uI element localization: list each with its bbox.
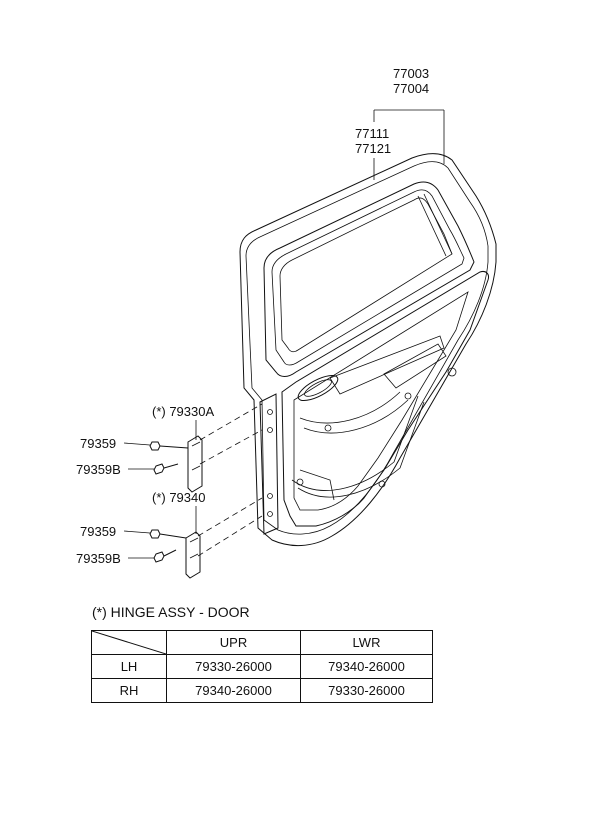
callout-door-assy-rh: 77004 [393, 81, 429, 96]
leader-lines [123, 109, 445, 559]
door-parts-diagram: 77003 77004 77111 77121 (*) 79330A (*) 7… [76, 66, 497, 579]
rear-door-shell [239, 153, 497, 547]
hinge-note: (*) HINGE ASSY - DOOR [92, 604, 250, 620]
callout-bolt-lower-1: 79359 [80, 524, 116, 539]
callout-bolt-upper-1: 79359 [80, 436, 116, 451]
callout-panel-lh: 77111 [355, 126, 389, 141]
callout-bolt-upper-2: 79359B [76, 462, 121, 477]
bolt-icon-group [149, 441, 189, 563]
table-cell-lwr: 79330-26000 [300, 678, 433, 703]
table-corner-cell [91, 630, 167, 655]
table-cell-lwr: 79340-26000 [300, 654, 433, 679]
table-row: RH 79340-26000 79330-26000 [91, 678, 433, 703]
hinge-flange [259, 393, 279, 535]
lower-hinge [185, 497, 263, 579]
callout-panel-rh: 77121 [355, 141, 391, 156]
diagonal-divider [92, 631, 166, 654]
table-header-row: UPR LWR [91, 630, 433, 655]
window-frame [263, 181, 475, 377]
table-cell-upr: 79340-26000 [166, 678, 301, 703]
table-header-upr: UPR [166, 630, 301, 655]
callout-door-assy-lh: 77003 [393, 66, 429, 81]
door-trim-panel [281, 271, 489, 527]
table-cell-upr: 79330-26000 [166, 654, 301, 679]
table-header-lwr: LWR [300, 630, 433, 655]
upper-hinge [187, 403, 263, 493]
table-cell-side: RH [91, 678, 167, 703]
table-cell-side: LH [91, 654, 167, 679]
table-row: LH 79330-26000 79340-26000 [91, 654, 433, 679]
callout-hinge-upper: (*) 79330A [152, 404, 214, 419]
callout-hinge-lower: (*) 79340 [152, 490, 205, 505]
hinge-part-table: UPR LWR LH 79330-26000 79340-26000 RH 79… [91, 630, 433, 703]
callout-bolt-lower-2: 79359B [76, 551, 121, 566]
